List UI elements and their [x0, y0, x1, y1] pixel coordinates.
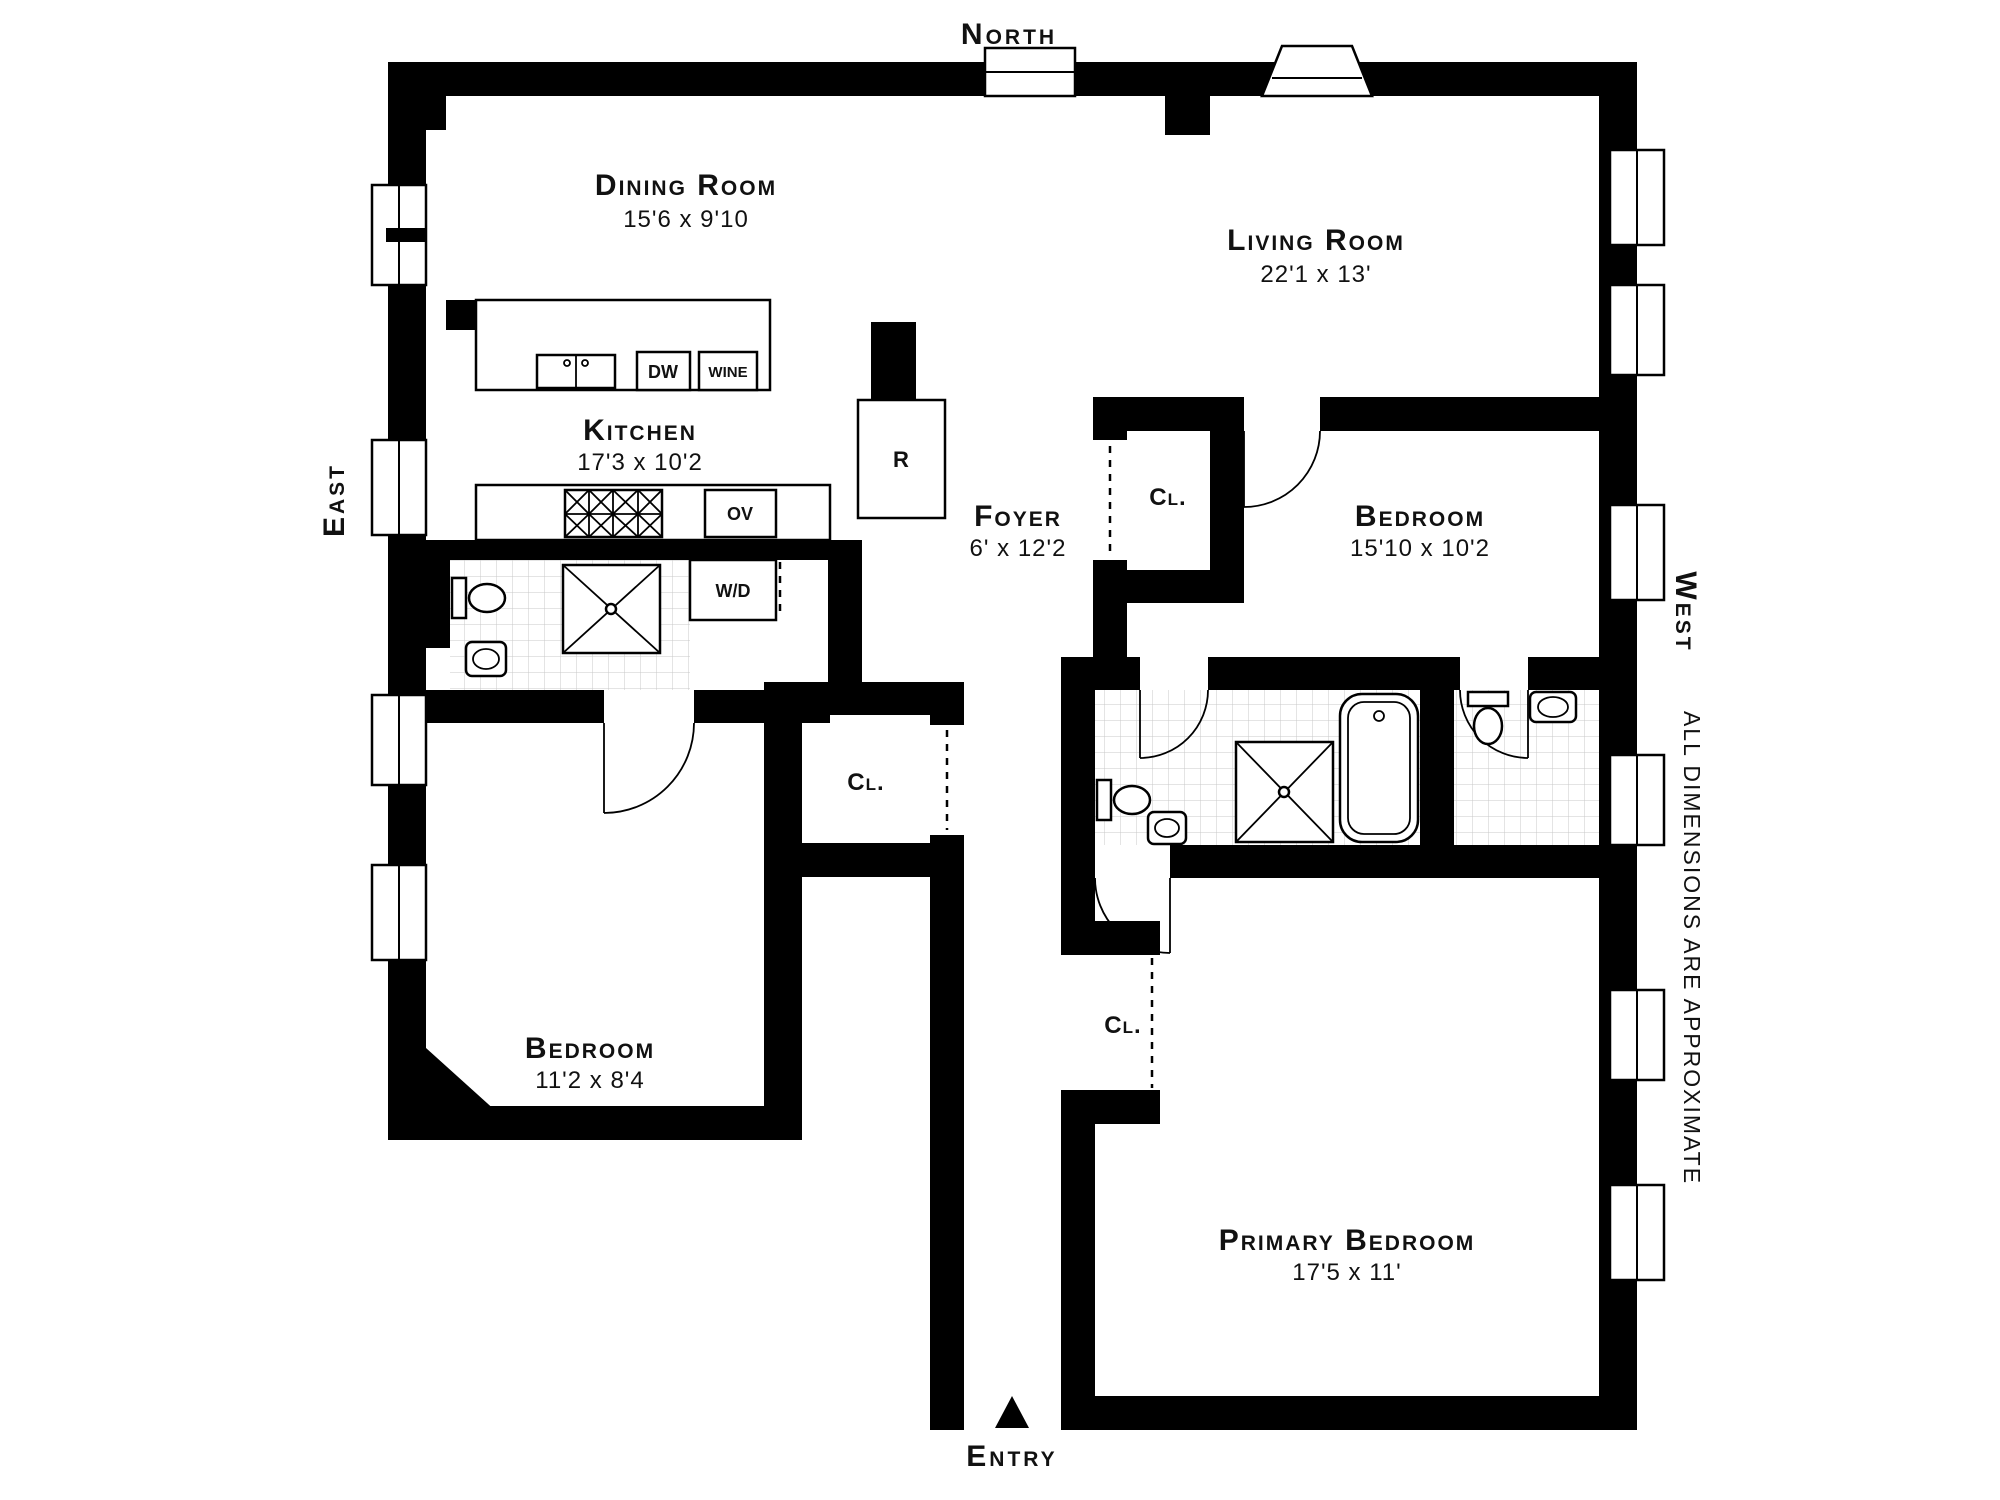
door-bedroom-left: [603, 722, 695, 814]
compass-west: West: [1669, 571, 1702, 652]
window-left-1-divider: [386, 228, 426, 242]
toilet-bowl-1: [467, 582, 507, 614]
wall-primary-top: [1170, 845, 1599, 878]
cabinet-knob-left: [563, 359, 571, 367]
disclaimer-text: ALL DIMENSIONS ARE APPROXIMATE: [1679, 711, 1705, 1185]
window-top-bay: [1260, 44, 1374, 98]
door-bath-lower-left: [1139, 689, 1209, 759]
refrigerator-box: [856, 398, 947, 520]
toilet-bowl-2: [1112, 784, 1152, 816]
door-bedroom-right: [1243, 430, 1321, 508]
foyer-name: Foyer: [974, 500, 1062, 533]
sink-base-1: [464, 640, 508, 678]
foyer-closet-label: Cl.: [1149, 484, 1186, 511]
toilet-tank-2: [1095, 778, 1113, 822]
toilet-tank-3: [1466, 690, 1510, 708]
hall-closet-label: Cl.: [847, 769, 884, 796]
wall-bath-top-c: [1528, 657, 1599, 690]
wall-bedroom-left-right: [764, 690, 802, 1140]
wall-foyer-right-upper: [1093, 397, 1127, 440]
bedroom-left-name: Bedroom: [525, 1032, 655, 1065]
windows: [370, 44, 1666, 1282]
oven-box: [703, 488, 778, 539]
wall-chamfer: [388, 1048, 528, 1140]
wall-kitchen-bath: [426, 540, 830, 560]
door-primary-bedroom: [1094, 877, 1171, 954]
wall-foyer-closet-right: [1210, 397, 1244, 603]
closet-doors: [930, 446, 1154, 1088]
wine-fridge-box: [697, 350, 759, 392]
wall-bath-top-b: [1208, 657, 1460, 690]
wall-bath-bottom-b: [694, 690, 830, 723]
primary-bedroom-name: Primary Bedroom: [1219, 1224, 1476, 1257]
living-room-name: Living Room: [1227, 224, 1405, 257]
sink-bowl-3: [1537, 696, 1569, 718]
foyer-dims: 6' x 12'2: [970, 535, 1067, 562]
sink-bowl-2: [1154, 818, 1180, 838]
wall-bath-bottom-a: [426, 690, 604, 723]
shower-2-drain: [1277, 785, 1291, 799]
wall-corridor-right-lower: [1061, 1124, 1095, 1430]
bath-lower-fixtures: [1095, 690, 1578, 846]
column-island: [446, 300, 476, 330]
dining-room-name: Dining Room: [595, 169, 777, 202]
labels: North East West Entry ALL DIMENSIONS ARE…: [318, 18, 1705, 1473]
wall-divider-b: [1320, 397, 1637, 431]
wall-primary-bottom: [1095, 1396, 1637, 1430]
bedroom-right-name: Bedroom: [1355, 500, 1485, 533]
bathtub-inner: [1347, 701, 1411, 835]
bath-upper-left-fixtures: [450, 558, 782, 678]
primary-bedroom-dims: 17'5 x 11': [1292, 1259, 1401, 1286]
refrigerator-label: R: [893, 447, 909, 472]
sink-bowl-1: [472, 648, 500, 670]
living-room-dims: 22'1 x 13': [1260, 261, 1371, 288]
column-toilet-nook: [426, 548, 450, 648]
compass-north: North: [961, 18, 1057, 51]
column-living: [1165, 95, 1210, 135]
dining-room-dims: 15'6 x 9'10: [623, 206, 749, 233]
wall-bath-top-a: [1093, 657, 1140, 690]
toilet-bowl-3: [1472, 706, 1504, 746]
entry-label: Entry: [966, 1440, 1057, 1473]
wall-fridge-stub: [871, 322, 916, 400]
bathtub-faucet: [1373, 710, 1385, 722]
washer-dryer-box: [688, 558, 778, 622]
wall-primary-closet-bottom: [1061, 1090, 1160, 1124]
kitchen-name: Kitchen: [583, 414, 697, 447]
wine-fridge-label: WINE: [708, 364, 747, 381]
toilet-tank-1: [450, 576, 468, 620]
column-top-left: [426, 95, 446, 130]
dishwasher-label: DW: [648, 362, 678, 382]
wall-corridor-right-upper: [1061, 657, 1095, 921]
kitchen-fixtures: [474, 298, 947, 542]
stove-burners: [564, 489, 663, 538]
compass-east: East: [318, 463, 351, 537]
kitchen-island: [474, 298, 772, 392]
kitchen-dims: 17'3 x 10'2: [577, 449, 703, 476]
entry-arrow-icon: [995, 1396, 1029, 1428]
wall-bath-divider: [1420, 690, 1454, 845]
primary-closet-label: Cl.: [1104, 1012, 1141, 1039]
bathtub: [1338, 692, 1420, 844]
cabinet-knob-right: [581, 359, 589, 367]
sink-base-2: [1146, 810, 1188, 846]
dishwasher-box: [635, 350, 692, 392]
oven-label: OV: [727, 504, 753, 524]
bedroom-right-dims: 15'10 x 10'2: [1350, 535, 1490, 562]
shower-1-drain: [604, 602, 618, 616]
bedroom-left-dims: 11'2 x 8'4: [535, 1067, 644, 1094]
wall-foyer-closet-bottom: [1093, 570, 1244, 603]
washer-dryer-label: W/D: [716, 581, 751, 601]
wall-foyer-left: [828, 540, 862, 690]
